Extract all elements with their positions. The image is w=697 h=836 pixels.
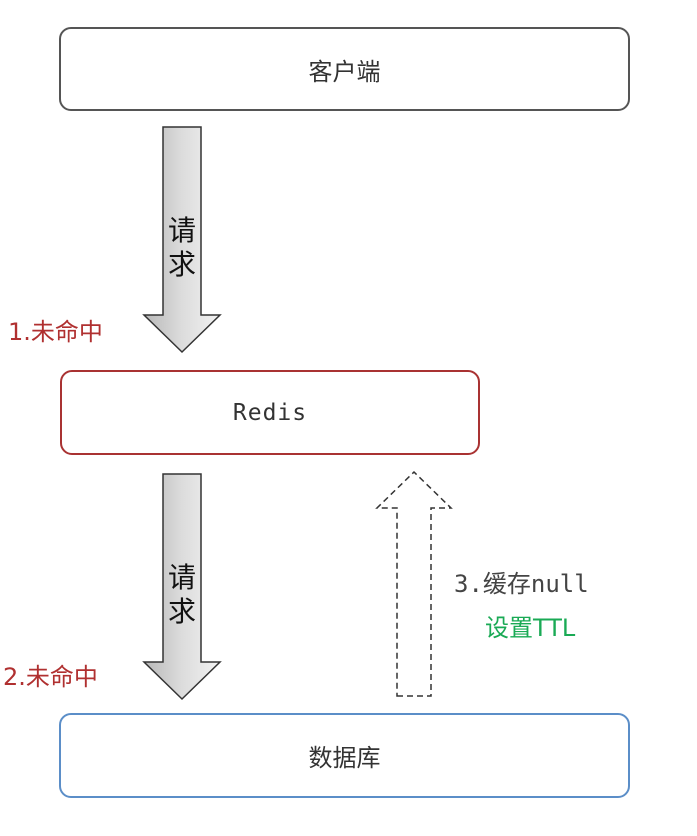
request-arrow-2 <box>142 473 222 701</box>
database-label: 数据库 <box>308 744 381 772</box>
request-char: 请 <box>167 561 196 594</box>
request-arrow-2-label: 请 求 <box>162 561 202 629</box>
request-arrow-1 <box>142 126 222 354</box>
request-char: 请 <box>167 214 196 247</box>
client-node: 客户端 <box>59 27 630 111</box>
redis-node: Redis <box>60 370 480 455</box>
request-char: 求 <box>167 248 196 281</box>
miss-note-2: 2.未命中 <box>3 663 98 691</box>
set-ttl-note: 设置TTL <box>485 614 576 642</box>
miss-note-1: 1.未命中 <box>8 318 103 346</box>
client-label: 客户端 <box>308 57 381 86</box>
request-char: 求 <box>167 595 196 628</box>
request-arrow-1-label: 请 求 <box>162 214 202 282</box>
cache-null-arrow <box>375 470 453 697</box>
database-node: 数据库 <box>59 713 630 798</box>
redis-label: Redis <box>232 399 308 426</box>
cache-null-note: 3.缓存null <box>454 570 589 598</box>
